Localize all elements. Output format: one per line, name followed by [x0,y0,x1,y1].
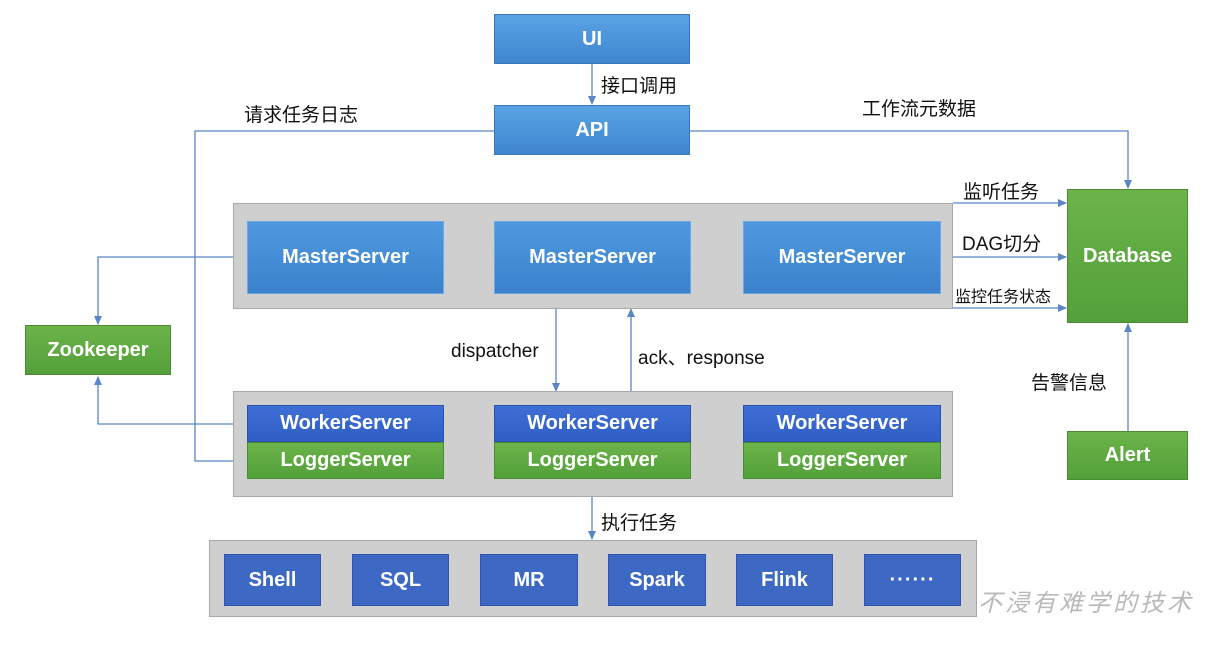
label-dispatcher: dispatcher [451,341,539,362]
task-mr: MR [480,554,578,606]
label-execute-task: 执行任务 [601,512,678,534]
task-flink: Flink [736,554,833,606]
label-dag-split: DAG切分 [962,234,1042,255]
task-more: ······ [864,554,961,606]
logger-server-3: LoggerServer [743,442,941,479]
label-monitor-status: 监控任务状态 [955,287,1052,306]
worker-to-zookeeper-connector [94,376,247,425]
worker-server-1: WorkerServer [247,405,444,442]
label-request-log: 请求任务日志 [244,104,359,126]
task-type-group [209,540,977,617]
label-listen-task: 监听任务 [963,181,1040,203]
master-to-zookeeper-connector [94,256,247,325]
alert-node: Alert [1067,431,1188,480]
api-node: API [494,105,690,155]
api-to-logger-connector [194,130,494,465]
master-server-1: MasterServer [247,221,444,294]
zookeeper-node: Zookeeper [25,325,171,375]
worker-server-2: WorkerServer [494,405,691,442]
label-alert-info: 告警信息 [1031,372,1108,394]
database-node: Database [1067,189,1188,323]
logger-server-2: LoggerServer [494,442,691,479]
master-server-3: MasterServer [743,221,941,294]
label-workflow-meta: 工作流元数据 [862,98,977,120]
label-ack-response: ack、response [638,348,765,369]
task-spark: Spark [608,554,706,606]
api-to-database-connector [690,130,1132,189]
master-server-2: MasterServer [494,221,691,294]
worker-server-3: WorkerServer [743,405,941,442]
watermark: 不浸有难学的技术 [978,589,1194,617]
task-shell: Shell [224,554,321,606]
ui-node: UI [494,14,690,64]
logger-server-1: LoggerServer [247,442,444,479]
label-ui-api: 接口调用 [601,75,678,97]
task-sql: SQL [352,554,449,606]
